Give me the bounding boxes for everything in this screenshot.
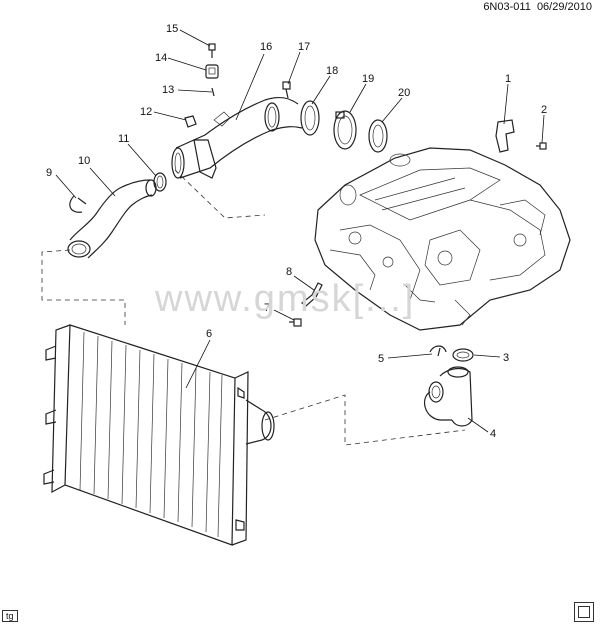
part-3-clamp — [452, 348, 474, 362]
part-6-charge-air-cooler — [43, 324, 275, 546]
diagram-date: 06/29/2010 — [536, 1, 592, 13]
callout-7: 7 — [264, 302, 270, 314]
callout-4: 4 — [490, 428, 496, 440]
routing-line-left — [41, 249, 126, 325]
diagram-code: 6N03-011 — [483, 1, 531, 13]
callout-10: 10 — [78, 155, 90, 167]
part-12-grommet — [184, 115, 197, 128]
callout-6: 6 — [206, 328, 212, 340]
part-9-clip — [69, 195, 87, 213]
routing-line-top — [174, 169, 266, 219]
part-5-clip — [429, 345, 447, 357]
part-2-bolt — [536, 142, 547, 150]
part-13-pin — [211, 87, 215, 97]
callout-9: 9 — [46, 167, 52, 179]
part-18-clamp — [300, 100, 320, 136]
callout-16: 16 — [260, 41, 272, 53]
callout-14: 14 — [155, 52, 167, 64]
part-16-pipe — [171, 96, 303, 179]
watermark: www.gmsk[...] — [155, 278, 416, 320]
callout-18: 18 — [326, 65, 338, 77]
part-15-bolt — [208, 43, 216, 58]
diagram-header: 6N03-011 06/29/2010 — [483, 1, 592, 13]
callout-3: 3 — [503, 352, 509, 364]
part-10-hose — [67, 179, 157, 259]
brand-logo-icon — [574, 602, 594, 622]
part-14-sensor — [205, 64, 219, 79]
callout-20: 20 — [398, 87, 410, 99]
callout-1: 1 — [505, 73, 511, 85]
routing-line-right — [264, 394, 466, 446]
callout-12: 12 — [140, 106, 152, 118]
engine-assembly — [314, 147, 571, 331]
part-8-bracket — [301, 282, 323, 307]
footer-tag: tg — [2, 610, 18, 622]
part-11-clamp — [153, 172, 167, 192]
callout-11: 11 — [118, 133, 129, 145]
part-1-bracket — [495, 119, 515, 153]
callout-8: 8 — [286, 266, 292, 278]
callout-15: 15 — [166, 23, 178, 35]
part-19-clamp — [333, 110, 357, 150]
part-17-bolt — [282, 81, 291, 99]
callout-19: 19 — [362, 73, 374, 85]
callout-labels: 15 14 13 12 11 10 9 16 17 18 19 20 1 2 8… — [46, 23, 547, 440]
callout-5: 5 — [378, 353, 384, 365]
callout-17: 17 — [298, 41, 310, 53]
callout-13: 13 — [162, 84, 174, 96]
part-7-bolt — [289, 318, 302, 327]
part-4-duct — [423, 366, 473, 427]
callout-2: 2 — [541, 104, 547, 116]
part-20-clamp — [368, 119, 388, 153]
leader-lines — [55, 29, 545, 433]
